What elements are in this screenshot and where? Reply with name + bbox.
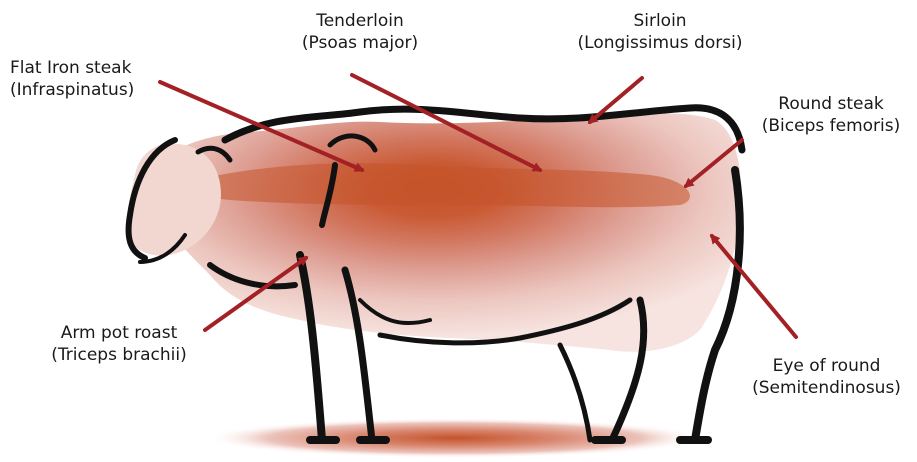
label-tenderloin-latin: (Psoas major) bbox=[290, 32, 430, 54]
label-round-steak: Round steak (Biceps femoris) bbox=[752, 93, 910, 137]
label-arm-pot-roast-latin: (Triceps brachii) bbox=[30, 344, 208, 366]
label-flat-iron-latin: (Infraspinatus) bbox=[10, 79, 134, 101]
label-eye-of-round: Eye of round (Semitendinosus) bbox=[744, 355, 909, 399]
label-round-steak-latin: (Biceps femoris) bbox=[752, 115, 910, 137]
label-sirloin-latin: (Longissimus dorsi) bbox=[560, 32, 760, 54]
label-flat-iron: Flat Iron steak (Infraspinatus) bbox=[10, 57, 134, 101]
label-sirloin: Sirloin (Longissimus dorsi) bbox=[560, 10, 760, 54]
label-tenderloin: Tenderloin (Psoas major) bbox=[290, 10, 430, 54]
cow-body-heatmap bbox=[150, 114, 741, 352]
label-eye-of-round-latin: (Semitendinosus) bbox=[744, 377, 909, 399]
label-round-steak-name: Round steak bbox=[752, 93, 910, 115]
label-arm-pot-roast-name: Arm pot roast bbox=[30, 322, 208, 344]
label-sirloin-name: Sirloin bbox=[560, 10, 760, 32]
label-tenderloin-name: Tenderloin bbox=[290, 10, 430, 32]
label-flat-iron-name: Flat Iron steak bbox=[10, 57, 134, 79]
ground-shadow bbox=[205, 418, 705, 458]
label-arm-pot-roast: Arm pot roast (Triceps brachii) bbox=[30, 322, 208, 366]
label-eye-of-round-name: Eye of round bbox=[744, 355, 909, 377]
